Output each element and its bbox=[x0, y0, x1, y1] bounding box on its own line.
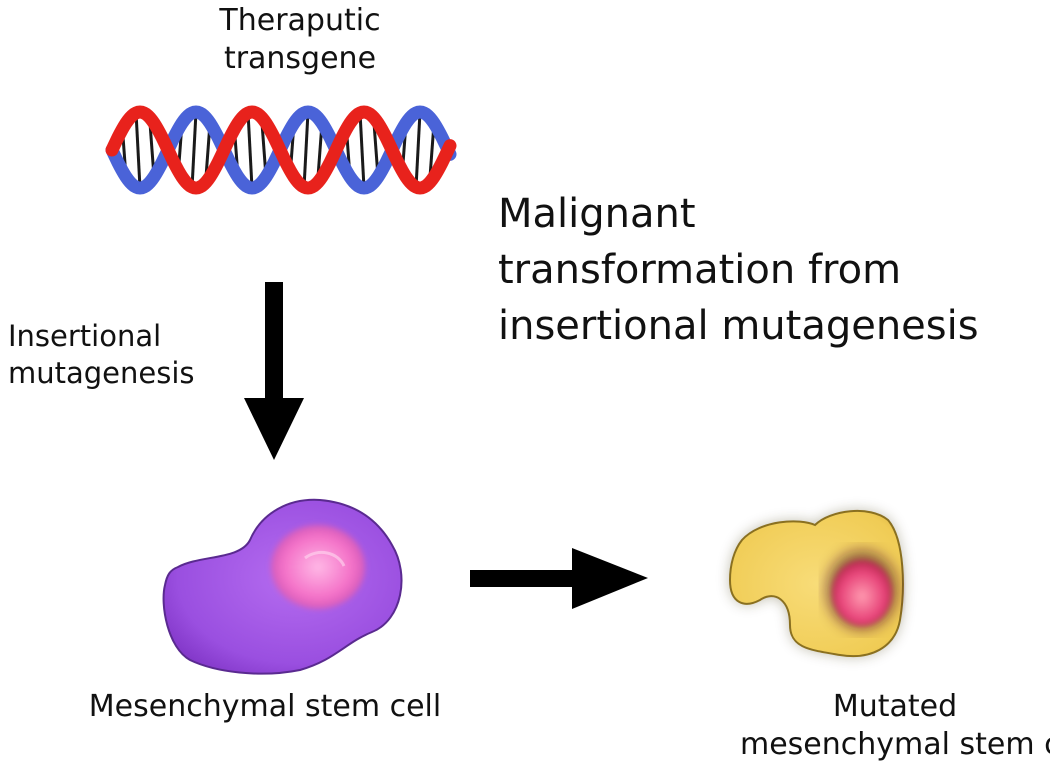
malignant-label-line2: transformation from bbox=[498, 247, 902, 293]
insertional-label-line1: Insertional bbox=[8, 319, 162, 353]
mutated-label-line2: mesenchymal stem cell bbox=[740, 727, 1050, 762]
malignant-label-line1: Malignant bbox=[498, 191, 696, 237]
dna-base-pair bbox=[358, 111, 366, 189]
mesenchymal-stem-cell-label: Mesenchymal stem cell bbox=[55, 688, 475, 726]
malignant-transformation-label: Malignant transformation from insertiona… bbox=[498, 186, 1038, 354]
dna-strand-red bbox=[105, 105, 457, 195]
mutated-label-line1: Mutated bbox=[832, 689, 958, 724]
right-arrow-icon bbox=[470, 548, 648, 609]
dna-base-pair bbox=[414, 111, 422, 189]
malignant-label-line3: insertional mutagenesis bbox=[498, 303, 979, 349]
transgene-label-line2: transgene bbox=[223, 41, 377, 76]
down-arrow-icon bbox=[244, 282, 304, 460]
mesenchymal-stem-cell-image bbox=[162, 498, 403, 675]
dna-base-pair bbox=[246, 111, 254, 189]
dna-base-pair bbox=[134, 111, 142, 189]
insertional-mutagenesis-label: Insertional mutagenesis bbox=[8, 318, 218, 392]
insertional-label-line2: mutagenesis bbox=[8, 356, 195, 390]
mutated-stem-cell-label: Mutated mesenchymal stem cell bbox=[740, 688, 1050, 764]
dna-base-pair bbox=[190, 111, 198, 189]
transgene-label-line1: Theraputic bbox=[219, 3, 381, 38]
dna-base-pair bbox=[302, 111, 310, 189]
msc-label-line1: Mesenchymal stem cell bbox=[88, 689, 442, 724]
dna-helix-icon bbox=[105, 105, 457, 195]
mutated-stem-cell-image bbox=[728, 509, 904, 657]
transgene-label: Theraputic transgene bbox=[180, 2, 420, 78]
